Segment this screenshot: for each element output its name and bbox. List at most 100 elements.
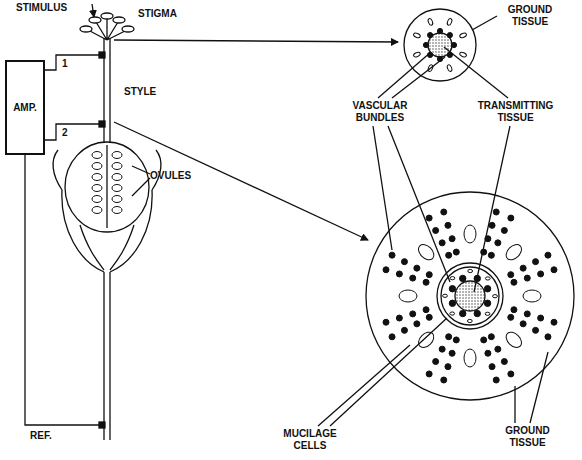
mucilage-cell: [493, 295, 498, 298]
vascular-bundle: [474, 310, 480, 316]
vascular-bundle: [474, 275, 480, 281]
electrode-number: 2: [62, 127, 68, 139]
vascular-bundle: [538, 271, 544, 277]
mucilage-cell: [399, 290, 417, 302]
part-label: STYLE: [124, 86, 156, 98]
vascular-bundle: [481, 249, 487, 255]
vascular-bundle: [410, 311, 416, 317]
vascular-bundle: [441, 377, 447, 383]
ovule: [92, 207, 102, 214]
vascular-bundle: [501, 359, 507, 365]
vascular-bundle: [383, 267, 389, 273]
vascular-bundle: [508, 215, 514, 221]
mucilage-cell: [468, 269, 473, 272]
vascular-bundle: [453, 249, 459, 255]
ovule: [92, 196, 102, 203]
ovule: [112, 163, 122, 170]
vascular-bundle: [488, 252, 494, 258]
ovule: [112, 185, 122, 192]
vascular-bundle: [423, 279, 429, 285]
ovule: [112, 174, 122, 181]
vascular-bundle: [551, 319, 557, 325]
part-label: OVULES: [150, 170, 191, 182]
ovule: [92, 185, 102, 192]
node-text: AMP.: [13, 102, 37, 113]
ovule: [112, 196, 122, 203]
part-label: GROUND TISSUE: [495, 4, 565, 28]
vascular-bundle: [410, 275, 416, 281]
electrode-number: 1: [62, 58, 68, 70]
vascular-bundle: [447, 52, 452, 57]
mucilage-cell: [450, 277, 455, 280]
vascular-bundle: [545, 252, 551, 258]
ground-cell: [446, 18, 452, 26]
vascular-bundle: [439, 240, 445, 246]
vascular-bundle: [437, 28, 442, 33]
vascular-bundle: [426, 371, 432, 377]
vascular-bundle: [495, 240, 501, 246]
vascular-bundle: [508, 371, 514, 377]
vascular-bundle: [449, 286, 455, 292]
vascular-bundle: [493, 377, 499, 383]
ovule: [112, 207, 122, 214]
vascular-bundle: [453, 337, 459, 343]
ground-cell: [459, 32, 467, 38]
part-label: GROUND TISSUE: [490, 425, 565, 449]
vascular-bundle: [401, 327, 407, 333]
ovule: [92, 152, 102, 159]
vascular-bundle: [426, 314, 432, 320]
vascular-bundle: [433, 227, 439, 233]
vascular-bundle: [451, 42, 456, 47]
vascular-bundle: [489, 222, 495, 228]
mucilage-cell: [503, 329, 524, 350]
vascular-bundle: [389, 334, 395, 340]
vascular-bundle: [414, 321, 420, 327]
vascular-bundle: [449, 236, 455, 242]
mucilage-cell: [450, 312, 455, 315]
vascular-bundle: [414, 265, 420, 271]
vascular-bundle: [488, 334, 494, 340]
vascular-bundle: [389, 252, 395, 258]
ovule: [112, 152, 122, 159]
amplifier-box: AMP.: [5, 60, 45, 155]
vascular-bundle: [428, 33, 433, 38]
vascular-bundle: [396, 315, 402, 321]
part-label: MUCILAGE CELLS: [270, 428, 350, 452]
mucilage-cell: [485, 277, 490, 280]
vascular-bundle: [423, 42, 428, 47]
vascular-bundle: [520, 321, 526, 327]
mucilage-cell: [467, 319, 472, 322]
vascular-bundle: [445, 364, 451, 370]
vascular-bundle: [396, 271, 402, 277]
vascular-bundle: [446, 252, 452, 258]
vascular-bundle: [489, 364, 495, 370]
vascular-bundle: [460, 310, 466, 316]
vascular-bundle: [445, 222, 451, 228]
vascular-bundle: [508, 314, 514, 320]
vascular-bundle: [524, 311, 530, 317]
vascular-bundle: [447, 33, 452, 38]
vascular-bundle: [493, 209, 499, 215]
vascular-bundle: [426, 272, 432, 278]
part-label: STIGMA: [138, 8, 177, 20]
mucilage-cell: [464, 349, 476, 367]
mucilage-cell: [416, 329, 437, 350]
ground-cell: [427, 18, 433, 26]
vascular-bundle: [383, 319, 389, 325]
ovule: [92, 163, 102, 170]
part-label: REF.: [30, 430, 52, 442]
vascular-bundle: [484, 286, 490, 292]
vascular-bundle: [428, 52, 433, 57]
vascular-bundle: [439, 346, 445, 352]
ovule: [92, 174, 102, 181]
ground-cell: [413, 51, 421, 57]
mucilage-cell: [523, 290, 541, 302]
ground-cell: [427, 64, 433, 72]
vascular-bundle: [524, 275, 530, 281]
mucilage-cell: [464, 225, 476, 243]
mucilage-cell: [443, 294, 448, 297]
vascular-bundle: [449, 350, 455, 356]
vascular-bundle: [426, 215, 432, 221]
